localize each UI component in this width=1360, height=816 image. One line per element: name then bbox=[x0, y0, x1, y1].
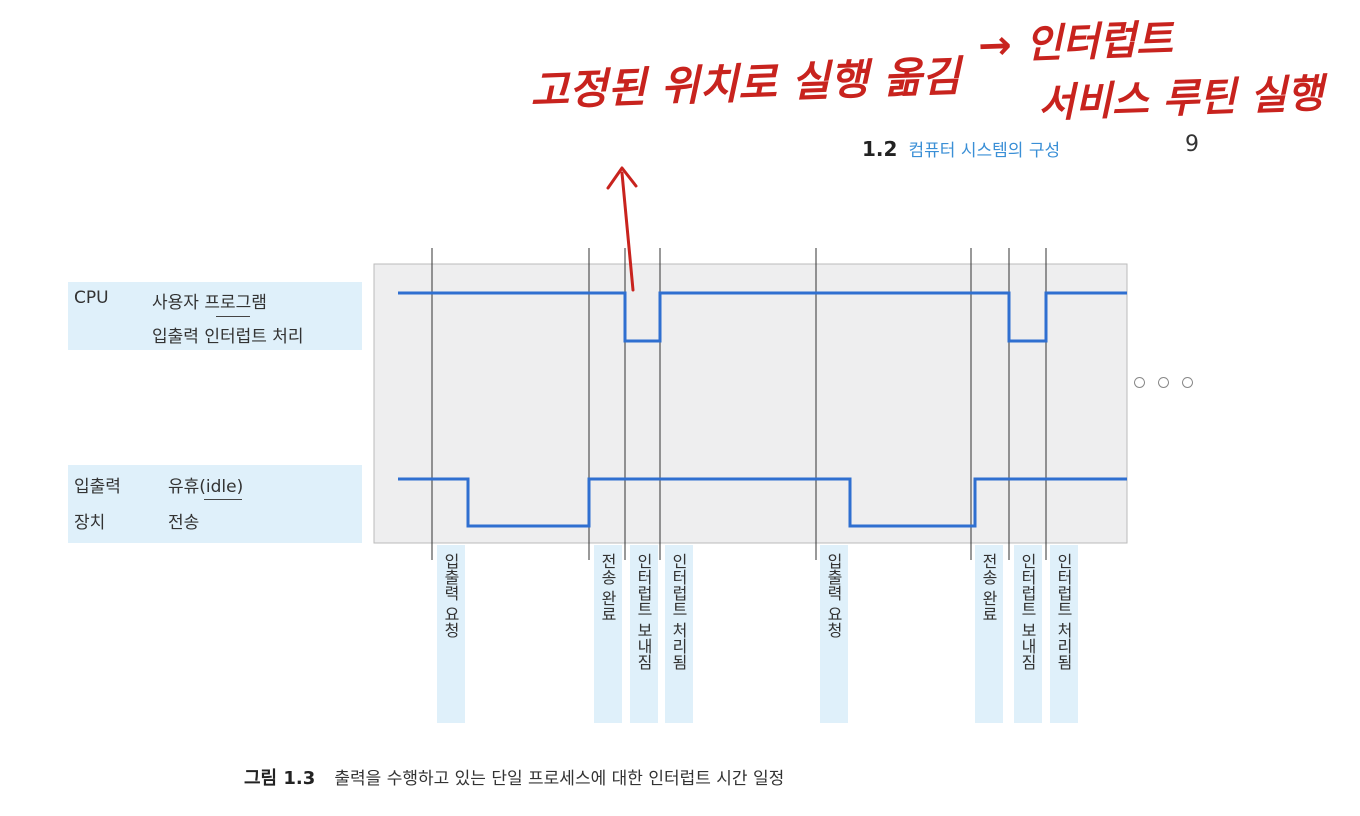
figure-caption-text: 출력을 수행하고 있는 단일 프로세스에 대한 인터럽트 시간 일정 bbox=[334, 769, 785, 789]
event-band bbox=[1014, 545, 1042, 723]
event-label: 전송 완료 bbox=[979, 553, 998, 623]
io-name-line1: 입출력 bbox=[74, 477, 121, 497]
event-band bbox=[820, 545, 848, 723]
cpu-signal bbox=[398, 291, 1127, 343]
io-state-low: 전송 bbox=[168, 513, 200, 533]
cpu-label-band bbox=[68, 282, 362, 350]
io-label-band bbox=[68, 465, 362, 543]
event-label: 전송 완료 bbox=[598, 553, 617, 623]
io-name-line2: 장치 bbox=[74, 513, 106, 533]
annotation-arrow-head bbox=[606, 166, 638, 190]
figure-number: 그림 1.3 bbox=[244, 768, 316, 789]
section-title: 컴퓨터 시스템의 구성 bbox=[908, 141, 1061, 161]
continuation-dot-icon bbox=[1158, 377, 1169, 388]
cpu-name: CPU bbox=[74, 288, 109, 308]
continuation-text: ○○○ bbox=[1134, 395, 1137, 396]
event-band bbox=[975, 545, 1003, 723]
event-label: 인터럽트 보내짐 bbox=[1018, 553, 1037, 671]
section-number: 1.2 bbox=[862, 137, 898, 161]
event-label: 입출력 요청 bbox=[824, 553, 843, 639]
continuation-dot-icon bbox=[1182, 377, 1193, 388]
event-band bbox=[665, 545, 693, 723]
cpu-separator bbox=[216, 316, 250, 317]
cpu-state-high: 사용자 프로그램 bbox=[152, 293, 267, 313]
event-label: 입출력 요청 bbox=[441, 553, 460, 639]
annotation-arrow-shaft bbox=[620, 171, 635, 292]
event-label: 인터럽트 처리됨 bbox=[669, 553, 688, 671]
timing-panel bbox=[373, 263, 1128, 544]
event-band bbox=[594, 545, 622, 723]
page-number: 9 bbox=[1185, 132, 1199, 157]
cpu-state-low: 입출력 인터럽트 처리 bbox=[152, 327, 304, 347]
io-state-high: 유휴(idle) bbox=[168, 477, 244, 497]
event-band bbox=[437, 545, 465, 723]
continuation-dot-icon bbox=[1134, 377, 1145, 388]
io-separator bbox=[204, 499, 242, 500]
event-band bbox=[630, 545, 658, 723]
event-label: 인터럽트 보내짐 bbox=[634, 553, 653, 671]
event-band bbox=[1050, 545, 1078, 723]
io-signal bbox=[398, 477, 1127, 528]
page-header: 1.2 컴퓨터 시스템의 구성 bbox=[862, 136, 1060, 161]
event-label: 인터럽트 처리됨 bbox=[1054, 553, 1073, 671]
figure-caption: 그림 1.3 출력을 수행하고 있는 단일 프로세스에 대한 인터럽트 시간 일… bbox=[244, 764, 784, 790]
